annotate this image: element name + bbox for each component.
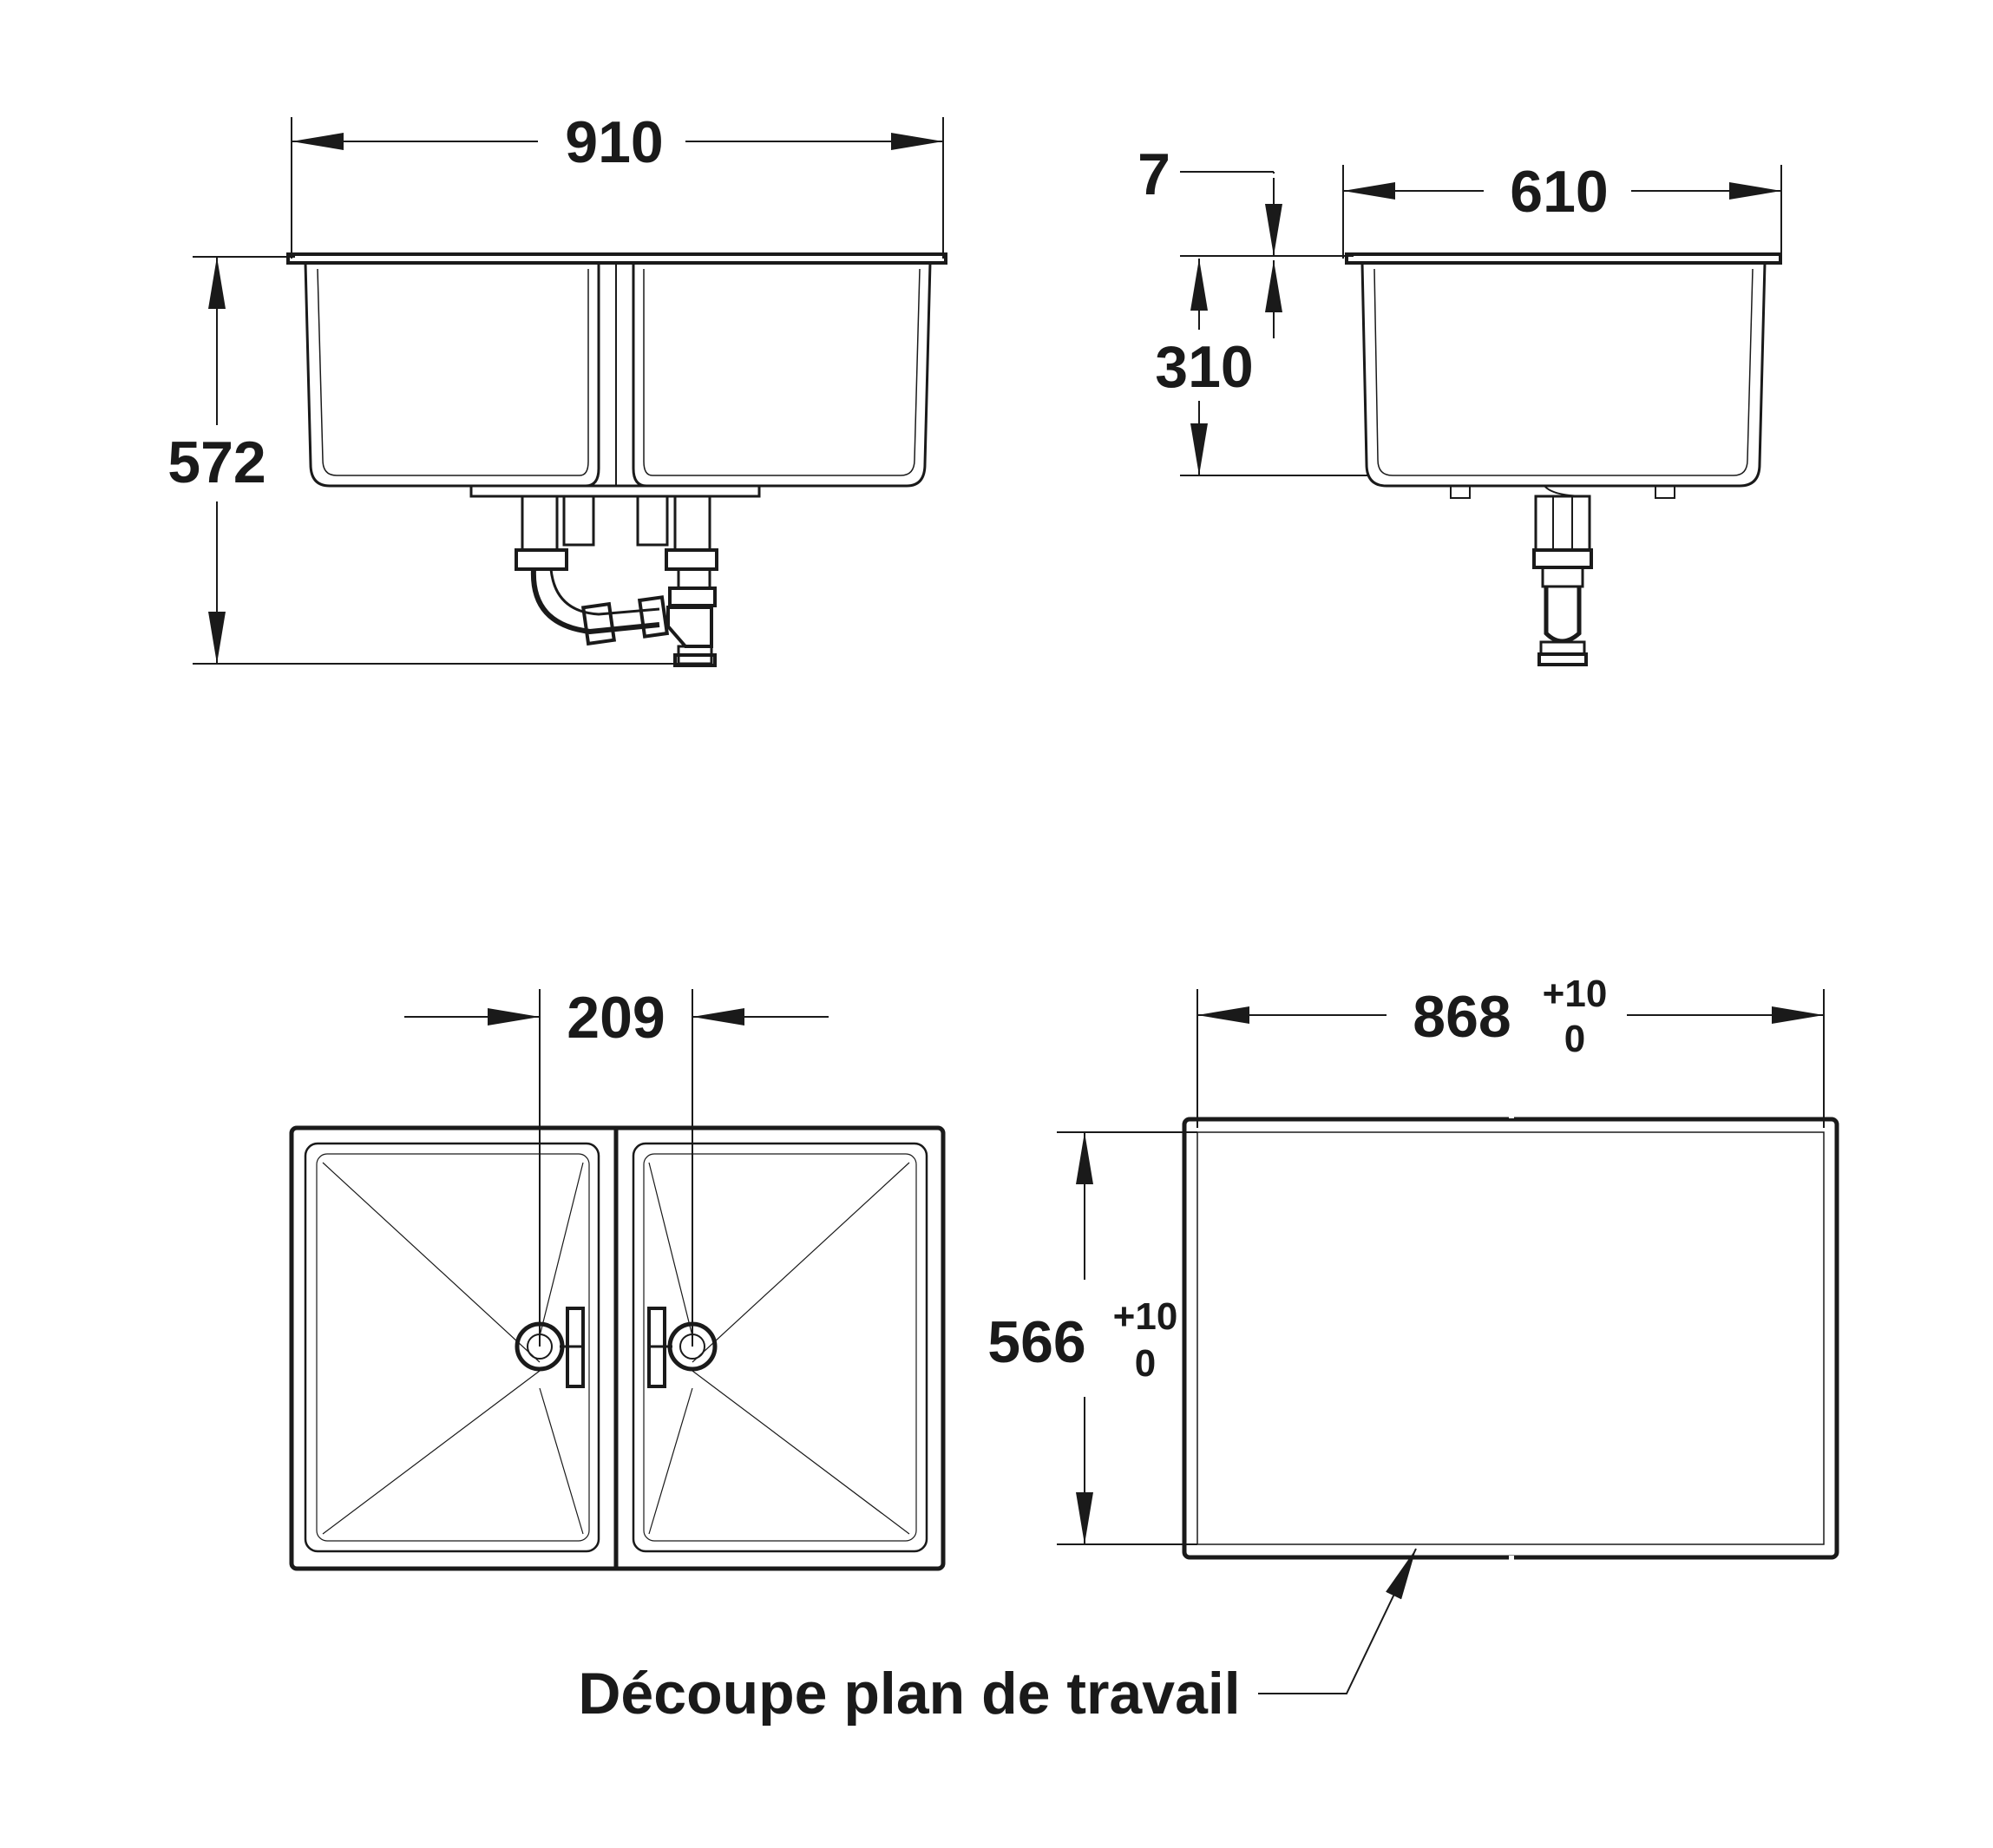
dim-cutout-width: 868 <box>1413 984 1511 1050</box>
side-view: 610 7 310 <box>1137 141 1782 666</box>
cutout-label: Découpe plan de travail <box>578 1661 1240 1727</box>
dim-cutout-depth: 566 <box>987 1309 1085 1375</box>
dim-rim-thickness: 7 <box>1137 141 1170 207</box>
top-view: 209 <box>289 985 946 1571</box>
dim-bowl-depth: 310 <box>1155 334 1253 400</box>
dim-drain-spacing: 209 <box>567 985 665 1051</box>
dim-cutout-width-tol-plus: +10 <box>1543 973 1608 1015</box>
dim-side-depth: 610 <box>1510 159 1608 225</box>
dim-cutout-depth-tol-plus: +10 <box>1113 1295 1178 1338</box>
dim-front-height: 572 <box>167 429 266 495</box>
front-view: 910 572 <box>167 109 947 667</box>
dim-cutout-width-tol-minus: 0 <box>1564 1018 1585 1060</box>
dim-cutout-depth-tol-minus: 0 <box>1135 1342 1156 1385</box>
cutout-view: 868 +10 0 566 +10 0 Découpe plan de trav… <box>578 973 1839 1727</box>
dim-front-width: 910 <box>565 109 663 175</box>
